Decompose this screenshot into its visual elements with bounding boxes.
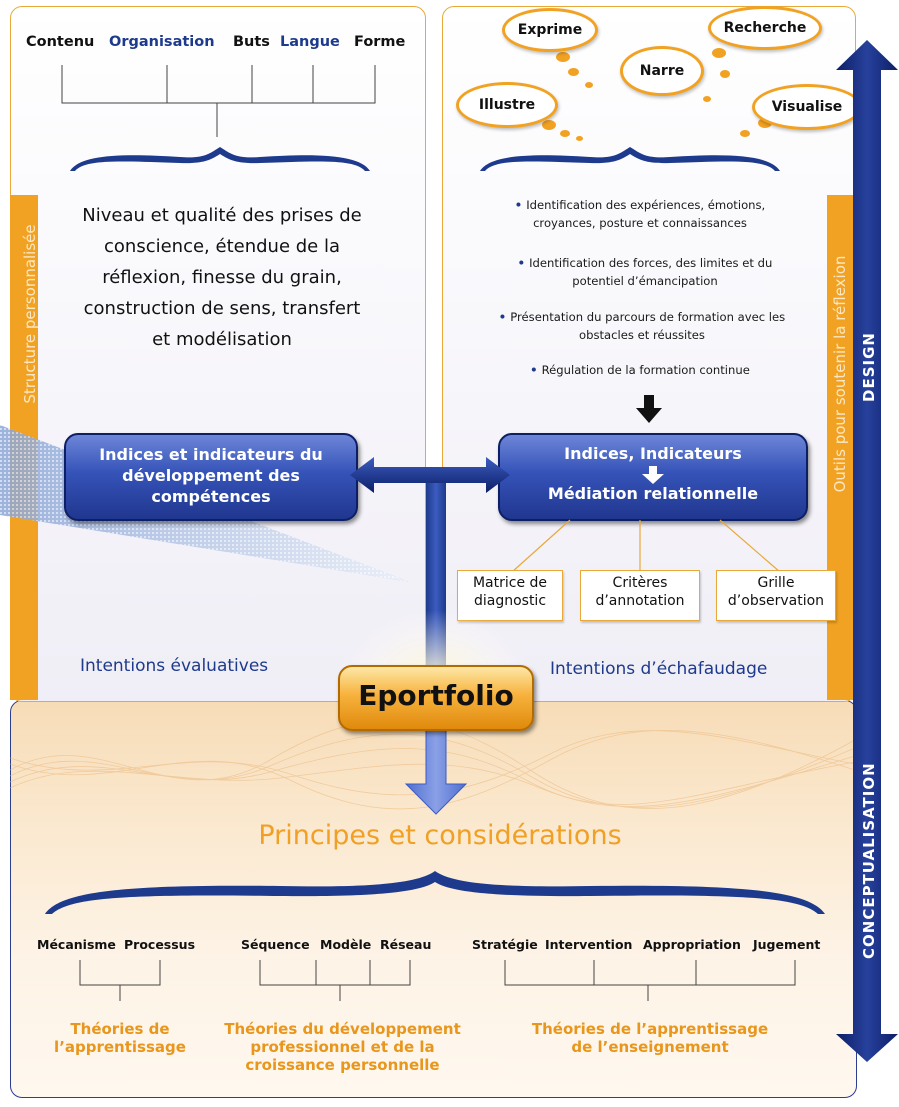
bullet-1: • Identification des expériences, émotio… [514,198,766,230]
double-arrow [350,457,510,493]
thought-bubble [720,70,730,78]
principles-arrow [404,726,468,815]
conceptualisation-label: CONCEPTUALISATION [860,762,878,959]
theory-enseignement: Théories de l’apprentissage de l’enseign… [531,1020,769,1056]
word-forme: Forme [354,34,406,50]
bullet-3: • Présentation du parcours de formation … [498,310,786,342]
mediation-label: Médiation relationnelle [547,484,759,503]
cloud-recherche: Recherche [708,6,822,50]
thought-bubble [542,120,556,130]
intentions-echafaudage: Intentions d’échafaudage [550,659,768,679]
word-modele: Modèle [320,937,372,952]
reflection-summary: Niveau et qualité des prises de conscien… [82,205,362,350]
thought-bubble [560,130,570,137]
white-down-arrow [642,466,664,484]
grille-box: Grille d’observation [716,570,836,621]
thought-bubble [703,96,711,102]
word-intervention: Intervention [545,937,633,952]
indices-competences-box: Indices et indicateurs du développement … [64,433,358,521]
bottom-brace [45,871,825,914]
cloud-illustre: Illustre [456,82,558,128]
thought-bubble [576,136,583,141]
theory-developpement: Théories du développement professionnel … [224,1020,461,1074]
tools-connectors [511,519,781,573]
thought-bubble [568,68,579,76]
word-mecanisme: Mécanisme [37,937,116,952]
bullet-text: Régulation de la formation continue [541,363,750,377]
indices-indicateurs-label: Indices, Indicateurs [564,444,742,463]
bullet-2: • Identification des forces, des limites… [517,256,773,288]
indices-mediation-box: Indices, Indicateurs Médiation relationn… [498,433,808,521]
cloud-visualise: Visualise [752,84,862,130]
matrice-box: Matrice de diagnostic [457,570,563,621]
theory-apprentissage: Théories de l’apprentissage [54,1020,186,1056]
word-strategie: Stratégie [472,937,538,952]
word-contenu: Contenu [26,34,95,50]
top-left-tree [61,65,376,137]
bullet-text: Identification des forces, des limites e… [529,256,773,288]
word-buts: Buts [233,34,270,50]
bottom-trees [79,960,796,1001]
word-appropriation: Appropriation [643,937,741,952]
principles-title: Principes et considérations [258,820,622,851]
design-label: DESIGN [860,332,878,402]
thought-bubble [712,48,726,58]
thought-bubble [758,118,772,128]
cloud-narre: Narre [620,46,704,96]
evaluation-panel [10,6,426,702]
top-right-brace [480,147,780,171]
black-down-arrow [636,395,662,423]
word-organisation: Organisation [109,34,215,50]
thought-bubble [585,82,593,88]
structure-label: Structure personnalisée [21,224,39,404]
criteres-box: Critères d’annotation [580,570,700,621]
word-reseau: Réseau [380,937,432,952]
word-processus: Processus [124,937,196,952]
bullet-text: Présentation du parcours de formation av… [510,310,786,342]
word-sequence: Séquence [241,937,310,952]
thought-bubble [740,130,750,137]
top-left-brace [70,147,370,171]
cloud-exprime: Exprime [502,8,598,52]
word-jugement: Jugement [753,937,821,952]
word-langue: Langue [280,34,340,50]
indices-competences-label: Indices et indicateurs du développement … [99,445,323,506]
design-conceptualisation-axis [836,40,898,1062]
intentions-evaluatives: Intentions évaluatives [80,656,269,676]
bullet-4: • Régulation de la formation continue [530,363,750,377]
bullet-text: Identification des expériences, émotions… [526,198,766,230]
thought-bubble [556,52,570,62]
eportfolio-label: Eportfolio [338,665,534,731]
